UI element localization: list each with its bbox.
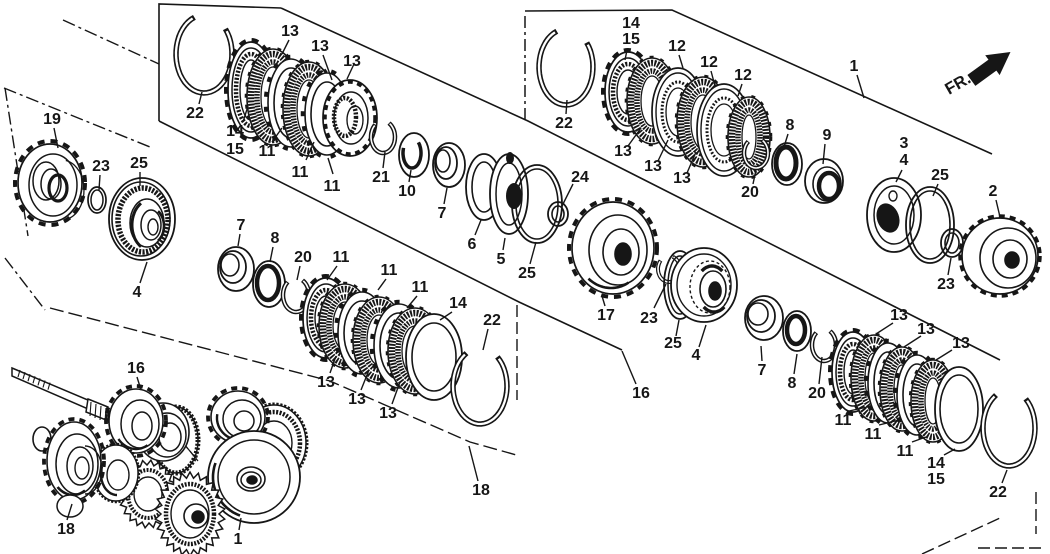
svg-text:12: 12: [668, 38, 686, 55]
svg-text:14: 14: [449, 295, 467, 312]
svg-text:3: 3: [900, 135, 909, 152]
svg-text:11: 11: [835, 412, 852, 429]
svg-text:7: 7: [438, 205, 447, 222]
svg-text:8: 8: [271, 230, 280, 247]
svg-text:13: 13: [343, 53, 361, 70]
svg-text:11: 11: [324, 178, 341, 195]
svg-text:13: 13: [281, 23, 299, 40]
svg-text:16: 16: [127, 360, 145, 377]
svg-text:13: 13: [952, 335, 970, 352]
svg-text:13: 13: [614, 143, 632, 160]
svg-text:1: 1: [850, 58, 859, 75]
svg-text:13: 13: [348, 391, 366, 408]
svg-text:14: 14: [622, 15, 640, 32]
svg-text:7: 7: [758, 362, 767, 379]
svg-text:11: 11: [259, 143, 276, 160]
svg-text:12: 12: [734, 67, 752, 84]
svg-text:13: 13: [673, 170, 691, 187]
svg-text:9: 9: [823, 127, 832, 144]
svg-text:2: 2: [989, 183, 998, 200]
svg-text:15: 15: [226, 141, 244, 158]
svg-text:16: 16: [632, 385, 650, 402]
svg-text:22: 22: [483, 312, 501, 329]
svg-text:20: 20: [741, 184, 759, 201]
svg-text:15: 15: [927, 471, 945, 488]
svg-text:11: 11: [897, 443, 914, 460]
svg-text:22: 22: [555, 115, 573, 132]
svg-text:4: 4: [900, 152, 909, 169]
svg-text:12: 12: [700, 54, 718, 71]
svg-text:15: 15: [622, 31, 640, 48]
svg-text:7: 7: [237, 217, 246, 234]
svg-text:11: 11: [381, 262, 398, 279]
svg-text:25: 25: [518, 265, 536, 282]
svg-text:23: 23: [937, 276, 955, 293]
svg-text:13: 13: [317, 374, 335, 391]
svg-text:11: 11: [412, 279, 429, 296]
svg-text:14: 14: [226, 123, 244, 140]
svg-text:13: 13: [311, 38, 329, 55]
svg-text:17: 17: [597, 307, 615, 324]
svg-text:25: 25: [664, 335, 682, 352]
svg-text:11: 11: [333, 249, 350, 266]
svg-text:5: 5: [497, 251, 506, 268]
svg-text:18: 18: [472, 482, 490, 499]
svg-text:24: 24: [571, 169, 589, 186]
svg-text:11: 11: [292, 164, 309, 181]
svg-text:11: 11: [865, 426, 882, 443]
svg-text:22: 22: [989, 484, 1007, 501]
svg-text:21: 21: [372, 169, 390, 186]
svg-text:19: 19: [43, 111, 61, 128]
svg-text:4: 4: [133, 284, 142, 301]
svg-text:23: 23: [92, 158, 110, 175]
svg-text:13: 13: [379, 405, 397, 422]
svg-text:1: 1: [234, 531, 243, 548]
svg-text:20: 20: [294, 249, 312, 266]
svg-text:25: 25: [130, 155, 148, 172]
svg-text:25: 25: [931, 167, 949, 184]
svg-text:20: 20: [808, 385, 826, 402]
svg-text:13: 13: [890, 307, 908, 324]
svg-text:8: 8: [786, 117, 795, 134]
svg-text:13: 13: [644, 158, 662, 175]
svg-text:10: 10: [398, 183, 416, 200]
svg-text:22: 22: [186, 105, 204, 122]
svg-text:4: 4: [692, 347, 701, 364]
svg-text:13: 13: [917, 321, 935, 338]
svg-text:6: 6: [468, 236, 477, 253]
svg-text:23: 23: [640, 310, 658, 327]
svg-text:14: 14: [927, 455, 945, 472]
svg-text:8: 8: [788, 375, 797, 392]
svg-text:18: 18: [57, 521, 75, 538]
